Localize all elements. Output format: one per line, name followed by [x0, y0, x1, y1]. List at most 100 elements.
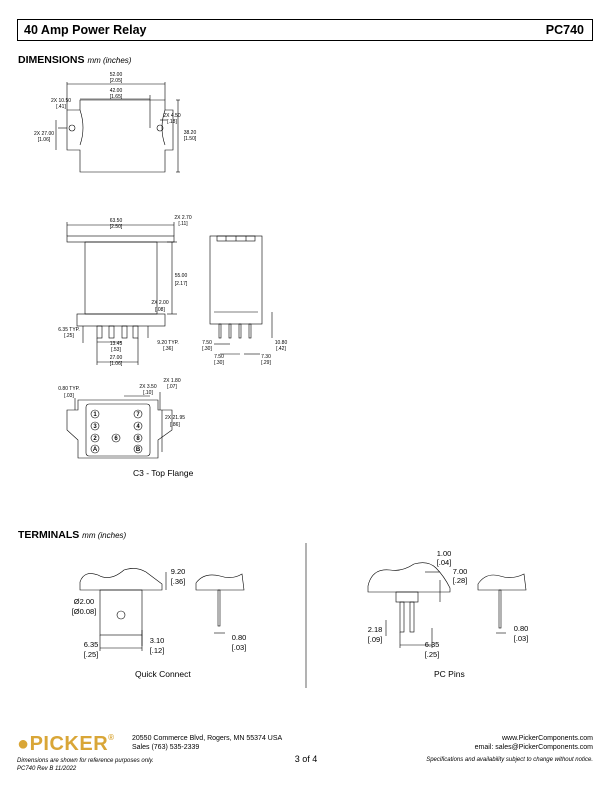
dim-top-1050: 2X 10.50: [51, 98, 71, 104]
dim-front-200-in: [.08]: [155, 307, 165, 313]
dim-front-270-in: [.11]: [178, 221, 188, 227]
dim-side-750b-in: [.30]: [214, 360, 224, 366]
dim-pc-080: 0.80: [514, 624, 529, 633]
dim-side-750a: 7.50: [202, 340, 212, 346]
pin-8-label: 8: [136, 436, 140, 442]
bottom-view-drawing: [66, 392, 173, 459]
front-view-drawing: [66, 222, 177, 365]
dim-top-2700-in: [1.06]: [38, 137, 51, 143]
dim-front-2700: 27.00: [110, 355, 123, 361]
dim-front-1345: 13.45: [110, 341, 123, 347]
dim-pc-635: 6.35: [425, 640, 440, 649]
dim-top-3820-in: [1.50]: [184, 136, 197, 142]
dim-top-1050-in: [.41]: [56, 104, 66, 110]
dim-front-2700-in: [1.06]: [110, 361, 123, 367]
dim-side-750b: 7.50: [214, 354, 224, 360]
dim-top-450-in: [.18]: [167, 119, 177, 125]
dim-front-6350-in: [2.50]: [110, 224, 123, 230]
pin-4-label: 4: [136, 424, 140, 430]
pin-8-marker: 8: [133, 433, 143, 443]
registered-icon: ®: [108, 733, 115, 742]
dimensions-unit: mm (inches): [87, 56, 132, 65]
dim-side-730-in: [.29]: [261, 360, 271, 366]
pin-3-marker: 3: [90, 421, 100, 431]
pc-pins-drawing: [367, 562, 527, 648]
dim-bottom-180-in: [.07]: [167, 384, 177, 390]
dim-side-1080-in: [.42]: [276, 346, 286, 352]
dim-qc-200-in: [Ø0.08]: [72, 607, 97, 616]
picker-logo: ●PICKER®: [17, 733, 115, 756]
dim-bottom-080: 0.80 TYP.: [58, 386, 80, 392]
pin-2-marker: 2: [90, 433, 100, 443]
dim-bottom-350-in: [.10]: [143, 390, 153, 396]
side-view-drawing: [209, 235, 273, 355]
dim-side-730: 7.30: [261, 354, 271, 360]
dim-bottom-2195: 2X 21.95: [165, 415, 185, 421]
dim-pc-700: 7.00: [453, 567, 468, 576]
dim-pc-700-in: [.28]: [453, 576, 468, 585]
dim-front-270: 2X 2.70: [174, 215, 191, 221]
pin-7-marker: 7: [133, 409, 143, 419]
dim-top-42-in: [1.65]: [110, 94, 123, 100]
quick-connect-drawing: [79, 568, 245, 651]
dim-front-920: 9.20 TYP.: [157, 340, 179, 346]
pin-b-label: B: [136, 447, 141, 453]
footer-address: 20550 Commerce Blvd, Rogers, MN 55374 US…: [132, 734, 282, 752]
dim-front-6350: 63.50: [110, 218, 123, 224]
revision-line: PC740 Rev B 11/2022: [17, 766, 77, 772]
dim-qc-310: 3.10: [150, 636, 165, 645]
pin-4-marker: 4: [133, 421, 143, 431]
dim-front-1345-in: [.53]: [111, 347, 121, 353]
bottom-view-caption: C3 - Top Flange: [133, 468, 194, 478]
dim-front-200: 2X 2.00: [151, 300, 168, 306]
website-link[interactable]: www.PickerComponents.com: [501, 735, 593, 742]
dim-top-42: 42.00: [110, 88, 123, 94]
dim-top-450: 2X 4.50: [163, 113, 180, 119]
pin-a-label: A: [93, 447, 98, 453]
dim-qc-635-in: [.25]: [84, 650, 99, 659]
dim-qc-920-in: [.36]: [171, 577, 186, 586]
dim-qc-080-in: [.03]: [232, 643, 247, 652]
terminals-heading: TERMINALS: [18, 529, 80, 541]
header-box: 40 Amp Power Relay PC740: [17, 19, 593, 41]
pin-7-label: 7: [136, 412, 140, 418]
dim-qc-080: 0.80: [232, 633, 247, 642]
pin-1-label: 1: [93, 412, 97, 418]
pin-6-marker: 6: [111, 433, 121, 443]
page-number: 3 of 4: [294, 754, 318, 764]
dim-pc-635-in: [.25]: [425, 650, 440, 659]
dim-bottom-2195-in: [.86]: [170, 422, 180, 428]
pin-b-marker: B: [133, 444, 143, 454]
dim-side-1080: 10.80: [275, 340, 288, 346]
logo-icon: ●: [17, 733, 30, 755]
dim-pc-218: 2.18: [368, 625, 383, 634]
dim-top-52-in: [2.05]: [110, 78, 123, 84]
pc-pins-caption: PC Pins: [434, 669, 465, 679]
address-line2: Sales (763) 535-2339: [132, 744, 200, 751]
dim-front-920-in: [.36]: [163, 346, 173, 352]
dim-top-3820: 38.20: [184, 130, 197, 136]
dim-top-2700: 2X 27.00: [34, 131, 54, 137]
pin-a-marker: A: [90, 444, 100, 454]
dim-qc-200: Ø2.00: [74, 597, 94, 606]
dim-qc-635: 6.35: [84, 640, 99, 649]
logo-text: PICKER: [29, 733, 109, 755]
footer-disclaimer: Dimensions are shown for reference purpo…: [17, 757, 154, 773]
dim-pc-218-in: [.09]: [368, 635, 383, 644]
dim-bottom-350: 2X 3.50: [139, 384, 156, 390]
top-view-drawing: [55, 82, 180, 173]
part-number: PC740: [545, 23, 584, 37]
footer-spec-notice: Specifications and availability subject …: [426, 757, 593, 763]
dim-bottom-080-in: [.03]: [64, 393, 74, 399]
disclaimer-line1: Dimensions are shown for reference purpo…: [17, 758, 154, 764]
dim-qc-310-in: [.12]: [150, 646, 165, 655]
terminals-title: TERMINALS mm (inches): [18, 529, 126, 541]
dimensions-heading: DIMENSIONS: [18, 54, 85, 66]
dim-pc-100: 1.00: [437, 549, 452, 558]
terminals-unit: mm (inches): [82, 531, 127, 540]
dim-qc-920: 9.20: [171, 567, 186, 576]
dim-bottom-180: 2X 1.80: [163, 378, 180, 384]
dim-front-635-in: [.25]: [64, 333, 74, 339]
email-link[interactable]: email: sales@PickerComponents.com: [474, 744, 593, 751]
